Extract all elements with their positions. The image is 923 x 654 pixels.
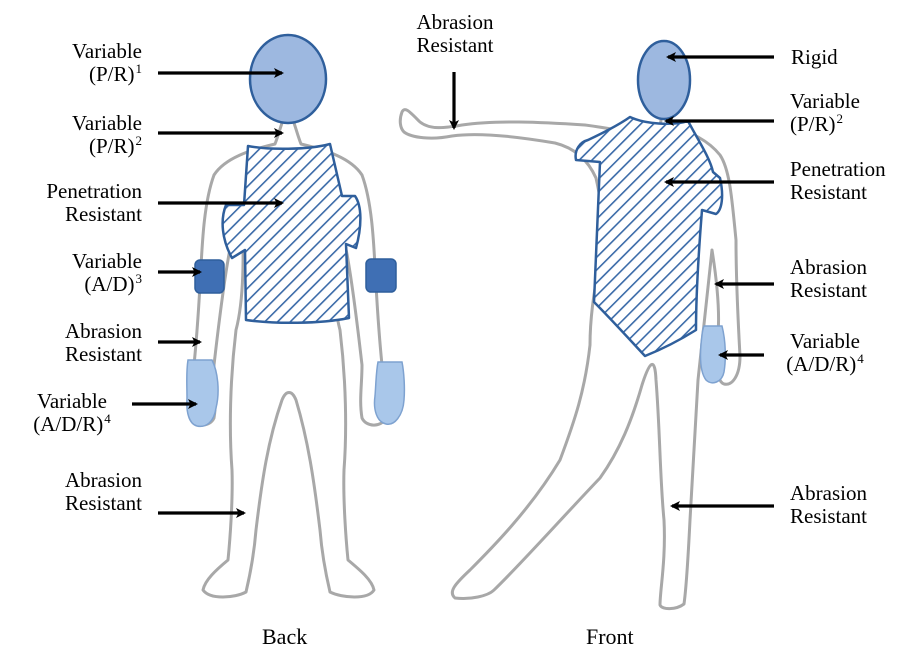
label-back-hand-text: (A/D/R) xyxy=(33,412,103,436)
label-front-neck-sup: 2 xyxy=(837,111,844,126)
label-back-head: Variable (P/R)1 xyxy=(72,40,142,88)
label-front-head-line1: Rigid xyxy=(791,46,838,69)
label-back-neck: Variable (P/R)2 xyxy=(72,112,142,160)
label-front-neck: Variable (P/R)2 xyxy=(790,90,860,138)
back-armband-right xyxy=(366,259,396,292)
label-front-hand-line1: Variable xyxy=(766,330,884,353)
label-front-hand-line2: (A/D/R)4 xyxy=(766,353,884,378)
back-glove-right xyxy=(374,362,404,424)
back-glove-left xyxy=(187,360,218,426)
label-back-neck-line2: (P/R)2 xyxy=(72,135,142,160)
label-back-neck-sup: 2 xyxy=(136,133,143,148)
label-back-leg-line2: Resistant xyxy=(65,492,142,515)
label-front-arm-line1: Abrasion xyxy=(390,11,520,34)
label-front-neck-line2: (P/R)2 xyxy=(790,113,860,138)
label-front-side-arm: Abrasion Resistant xyxy=(790,256,867,302)
label-front-side-arm-line1: Abrasion xyxy=(790,256,867,279)
label-back-neck-text: (P/R) xyxy=(89,134,135,158)
label-back-torso-line2: Resistant xyxy=(46,203,142,226)
label-front-leg-line2: Resistant xyxy=(790,505,867,528)
label-back-torso-line1: Penetration xyxy=(46,180,142,203)
label-back-armband: Variable (A/D)3 xyxy=(72,250,142,298)
label-front-torso: Penetration Resistant xyxy=(790,158,886,204)
label-back-armband-sup: 3 xyxy=(136,271,143,286)
label-front-hand: Variable (A/D/R)4 xyxy=(766,330,884,378)
label-back-head-line1: Variable xyxy=(72,40,142,63)
label-front-neck-line1: Variable xyxy=(790,90,860,113)
label-back-leg: Abrasion Resistant xyxy=(65,469,142,515)
label-front-hand-text: (A/D/R) xyxy=(786,352,856,376)
back-helmet xyxy=(250,35,326,123)
label-back-armband-text: (A/D) xyxy=(84,272,134,296)
label-back-neck-line1: Variable xyxy=(72,112,142,135)
caption-back: Back xyxy=(262,624,307,650)
label-front-leg: Abrasion Resistant xyxy=(790,482,867,528)
label-front-neck-text: (P/R) xyxy=(790,112,836,136)
label-front-arm-line2: Resistant xyxy=(390,34,520,57)
label-front-arm: Abrasion Resistant xyxy=(390,11,520,57)
label-back-torso: Penetration Resistant xyxy=(46,180,142,226)
label-back-head-line2: (P/R)1 xyxy=(72,63,142,88)
label-back-head-text: (P/R) xyxy=(89,62,135,86)
label-back-armband-line2: (A/D)3 xyxy=(72,273,142,298)
label-back-hand-line1: Variable xyxy=(8,390,136,413)
front-helmet xyxy=(638,41,690,119)
label-back-hand-line2: (A/D/R)4 xyxy=(8,413,136,438)
label-front-side-arm-line2: Resistant xyxy=(790,279,867,302)
label-back-armband-line1: Variable xyxy=(72,250,142,273)
label-back-forearm: Abrasion Resistant xyxy=(65,320,142,366)
label-back-forearm-line2: Resistant xyxy=(65,343,142,366)
label-back-leg-line1: Abrasion xyxy=(65,469,142,492)
label-front-leg-line1: Abrasion xyxy=(790,482,867,505)
label-front-hand-sup: 4 xyxy=(857,351,864,366)
label-back-head-sup: 1 xyxy=(136,61,143,76)
label-back-hand: Variable (A/D/R)4 xyxy=(8,390,136,438)
label-back-forearm-line1: Abrasion xyxy=(65,320,142,343)
label-front-torso-line2: Resistant xyxy=(790,181,886,204)
label-front-torso-line1: Penetration xyxy=(790,158,886,181)
label-front-head: Rigid xyxy=(791,46,838,69)
back-armband-left xyxy=(195,260,224,293)
caption-front: Front xyxy=(586,624,634,650)
front-figure xyxy=(400,41,740,609)
label-back-hand-sup: 4 xyxy=(104,411,111,426)
